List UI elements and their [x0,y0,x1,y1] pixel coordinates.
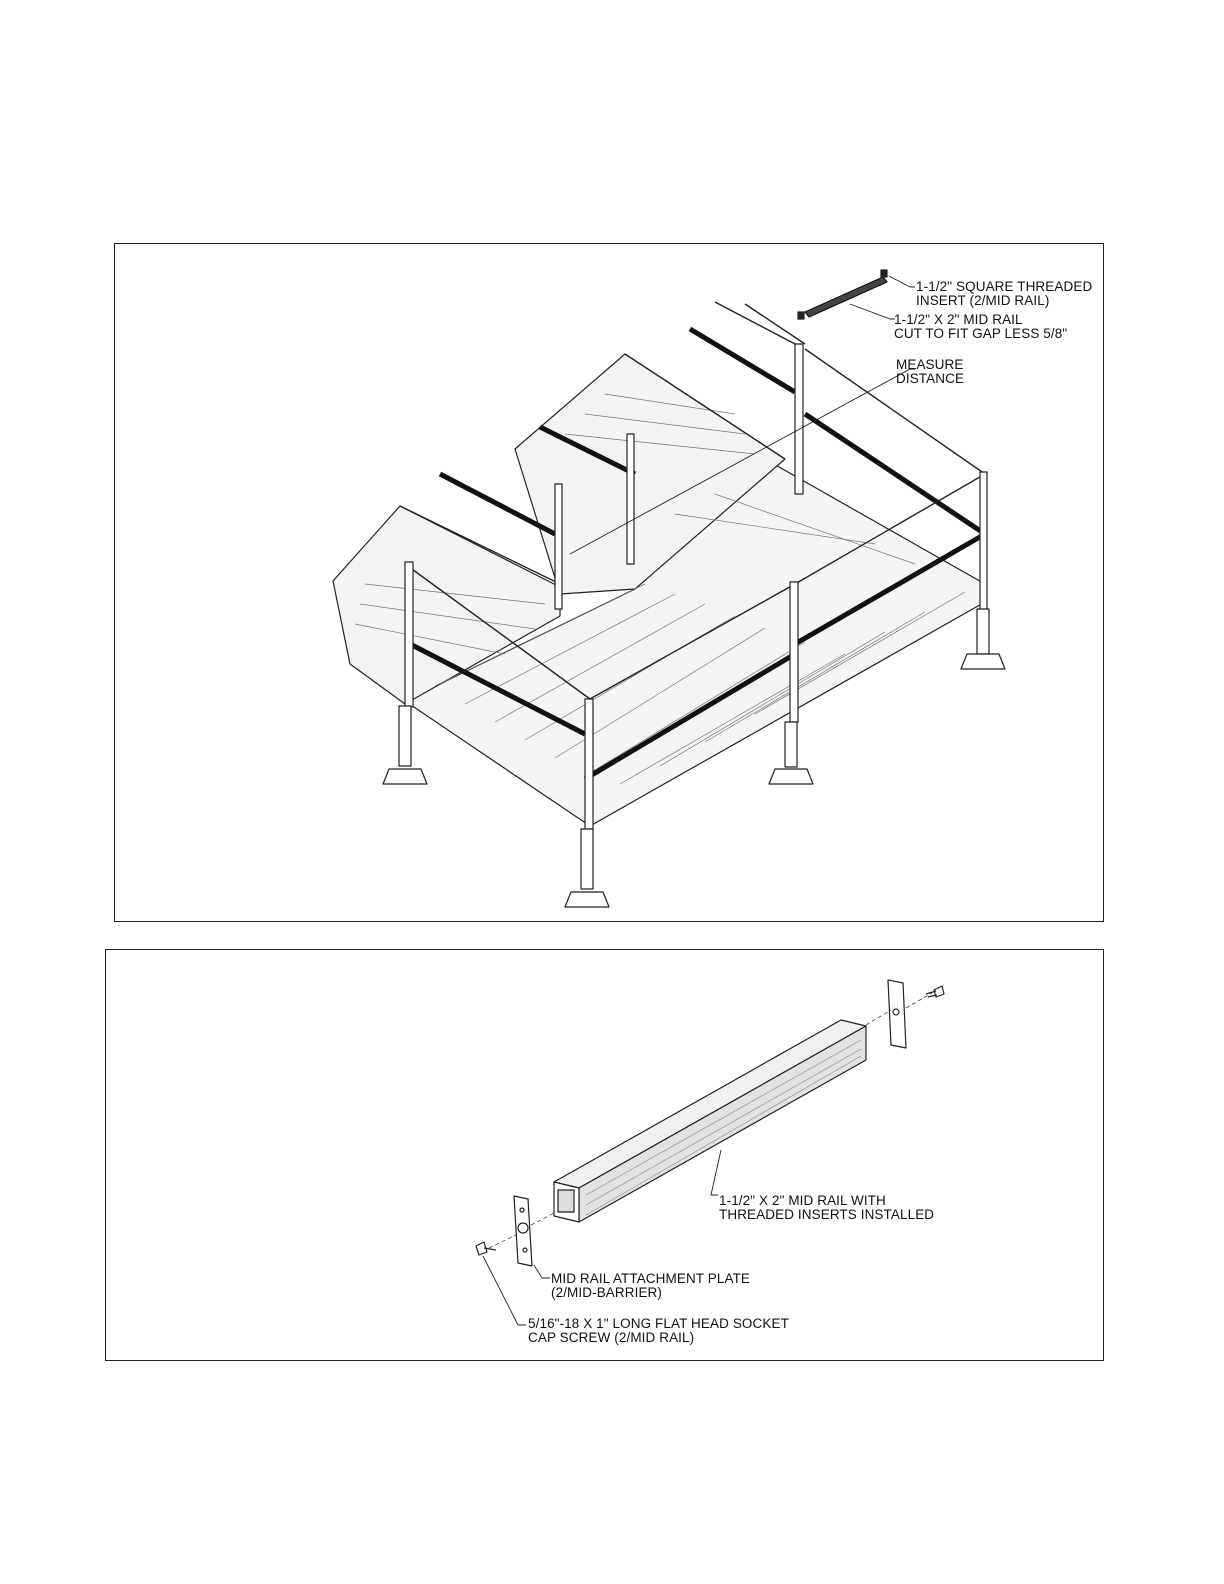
right-cap-screw [926,986,944,997]
right-attachment-plate [888,980,906,1048]
callout-mid-rail-cut: 1-1/2" X 2" MID RAIL CUT TO FIT GAP LESS… [894,313,1067,341]
left-cap-screw [476,1242,496,1255]
mid-rail-drawing [106,950,1105,1362]
loose-mid-rail [798,270,887,319]
platform-assembly-diagram: 1-1/2" SQUARE THREADED INSERT (2/MID RAI… [114,243,1104,922]
callout-threaded-insert: 1-1/2" SQUARE THREADED INSERT (2/MID RAI… [916,280,1092,308]
platform-drawing [115,244,1105,923]
callout-measure-distance: MEASURE DISTANCE [896,358,964,386]
callout-attachment-plate: MID RAIL ATTACHMENT PLATE (2/MID-BARRIER… [551,1272,750,1300]
callout-mid-rail-with-inserts: 1-1/2" X 2" MID RAIL WITH THREADED INSER… [719,1194,934,1222]
mid-rail-detail-diagram: 1-1/2" X 2" MID RAIL WITH THREADED INSER… [105,949,1104,1361]
mid-rail-body [554,1020,866,1222]
left-attachment-plate [514,1196,532,1266]
callout-cap-screw: 5/16"-18 X 1" LONG FLAT HEAD SOCKET CAP … [528,1317,789,1345]
